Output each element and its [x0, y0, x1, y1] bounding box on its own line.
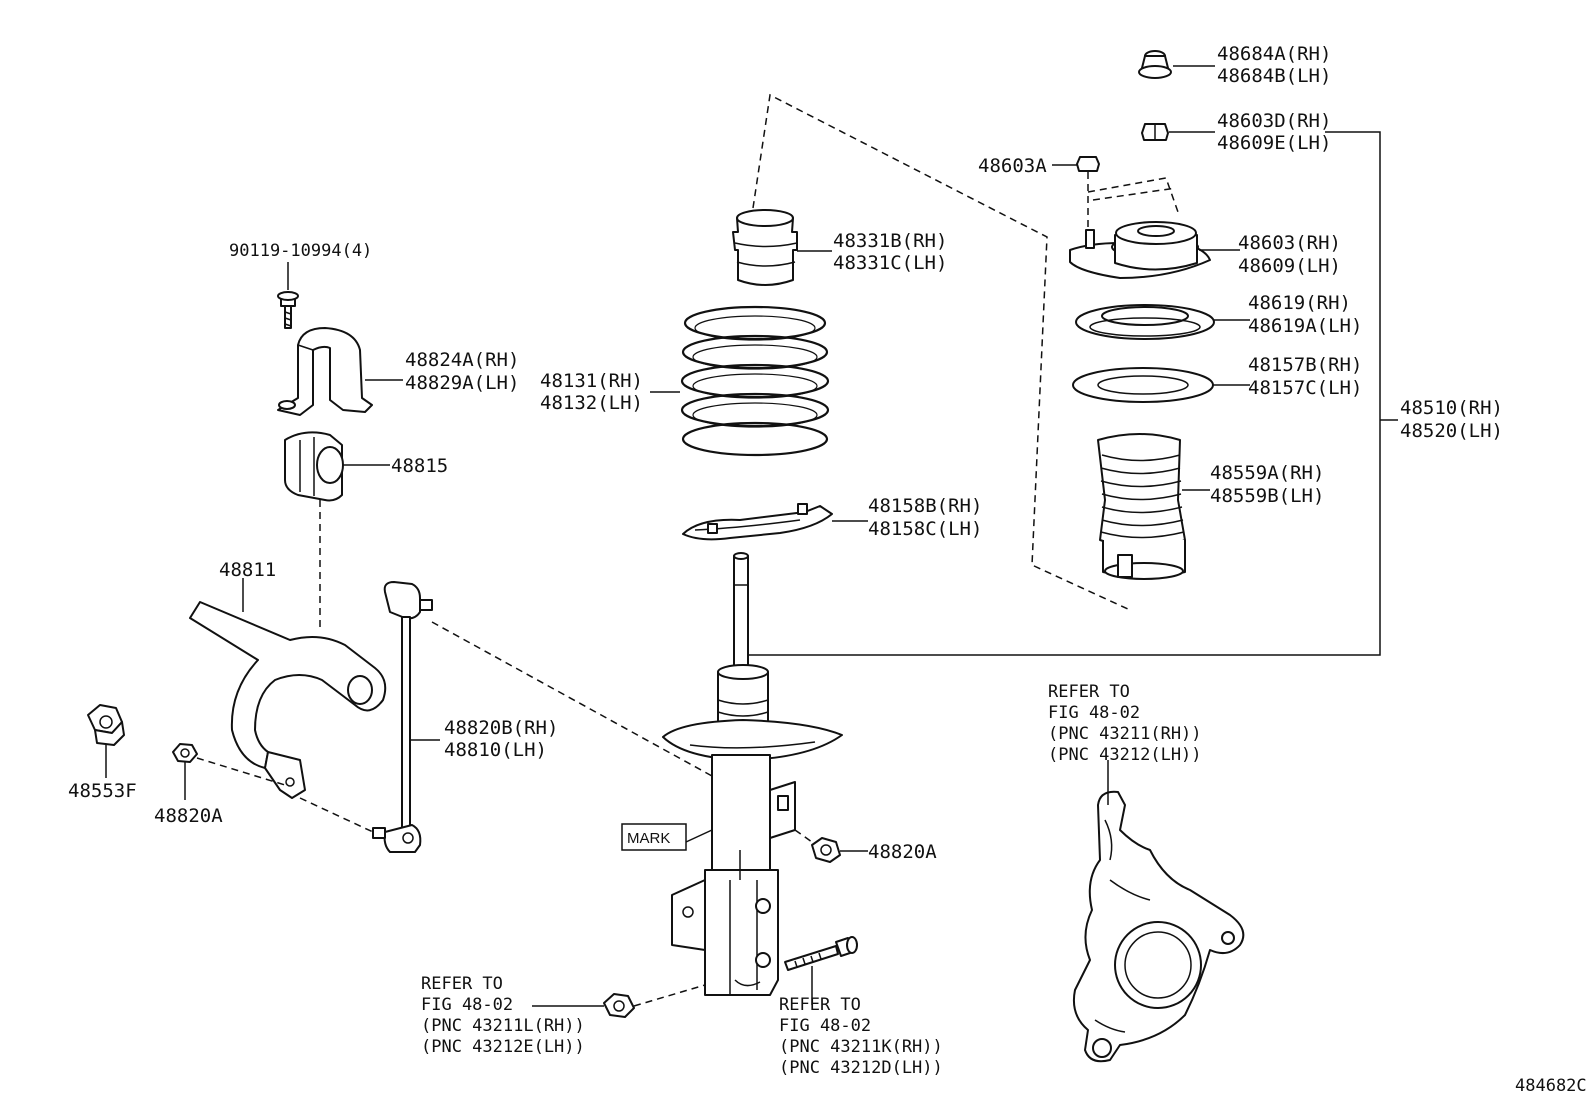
part-48684-bump-cap[interactable]	[1138, 50, 1172, 79]
callout-48824A: 48824A(RH)	[405, 349, 519, 371]
callout-48603A: 48603A	[978, 155, 1047, 177]
part-48331-bumper[interactable]	[732, 209, 798, 286]
part-48603A-nut[interactable]	[1076, 156, 1100, 172]
callout-48829A: 48829A(LH)	[405, 372, 519, 394]
refer-nut-note: REFER TO FIG 48-02 (PNC 43211L(RH)) (PNC…	[421, 974, 585, 1057]
part-48619-bearing[interactable]	[1075, 304, 1215, 340]
callout-48331B: 48331B(RH)	[833, 230, 947, 252]
part-48157-upper-insulator[interactable]	[1072, 367, 1214, 403]
callout-48815: 48815	[391, 455, 448, 477]
svg-text:(PNC 43211K(RH)): (PNC 43211K(RH))	[779, 1037, 943, 1057]
callout-90119-10994: 90119-10994(4)	[229, 241, 372, 261]
svg-text:(PNC 43212E(LH)): (PNC 43212E(LH))	[421, 1037, 585, 1057]
callout-48157C: 48157C(LH)	[1248, 377, 1362, 399]
refer-knuckle-note: REFER TO FIG 48-02 (PNC 43211(RH)) (PNC …	[1048, 682, 1202, 765]
svg-text:FIG 48-02: FIG 48-02	[421, 995, 513, 1015]
part-strut-nut-bottom[interactable]	[603, 993, 635, 1018]
part-48603-upper-support[interactable]	[1069, 221, 1211, 279]
callout-48603D: 48603D(RH)	[1217, 110, 1331, 132]
part-steering-knuckle[interactable]	[1072, 790, 1245, 1063]
callout-48520: 48520(LH)	[1400, 420, 1503, 442]
callout-48820B: 48820B(RH)	[444, 717, 558, 739]
callout-48559B: 48559B(LH)	[1210, 485, 1324, 507]
part-48811-stabilizer-bar[interactable]	[189, 601, 387, 799]
callout-48684B: 48684B(LH)	[1217, 65, 1331, 87]
svg-text:REFER TO: REFER TO	[1048, 682, 1130, 702]
part-strut-bolt[interactable]	[784, 936, 858, 971]
svg-text:(PNC 43212(LH)): (PNC 43212(LH))	[1048, 745, 1202, 765]
svg-text:FIG 48-02: FIG 48-02	[1048, 703, 1140, 723]
callout-48811: 48811	[219, 559, 276, 581]
part-48820B-stabilizer-link[interactable]	[372, 581, 433, 853]
part-48820A-nut-right[interactable]	[811, 837, 841, 863]
refer-bolt-note: REFER TO FIG 48-02 (PNC 43211K(RH)) (PNC…	[779, 995, 943, 1078]
svg-text:REFER TO: REFER TO	[421, 974, 503, 994]
callout-48158C: 48158C(LH)	[868, 518, 982, 540]
callout-48157B: 48157B(RH)	[1248, 354, 1362, 376]
svg-text:FIG 48-02: FIG 48-02	[779, 1016, 871, 1036]
callout-48553F: 48553F	[68, 780, 137, 802]
part-48559-boot[interactable]	[1097, 433, 1186, 580]
callout-48619: 48619(RH)	[1248, 292, 1351, 314]
part-strut-shock-absorber[interactable]	[662, 552, 843, 996]
callout-48619A: 48619A(LH)	[1248, 315, 1362, 337]
part-48603D-nut[interactable]	[1141, 123, 1169, 141]
callout-48684A: 48684A(RH)	[1217, 43, 1331, 65]
callout-48158B: 48158B(RH)	[868, 495, 982, 517]
svg-text:(PNC 43212D(LH)): (PNC 43212D(LH))	[779, 1058, 943, 1078]
callout-48609E: 48609E(LH)	[1217, 132, 1331, 154]
part-48820A-nut-left[interactable]	[172, 743, 198, 763]
svg-text:(PNC 43211L(RH)): (PNC 43211L(RH))	[421, 1016, 585, 1036]
callout-48810: 48810(LH)	[444, 739, 547, 761]
callout-48131: 48131(RH)	[540, 370, 643, 392]
part-48131-coil-spring[interactable]	[680, 305, 830, 457]
part-48824A-bracket[interactable]	[277, 327, 373, 416]
callout-48331C: 48331C(LH)	[833, 252, 947, 274]
svg-text:REFER TO: REFER TO	[779, 995, 861, 1015]
diagram-code: 484682C	[1515, 1076, 1587, 1096]
assembly-dashed-outline	[752, 93, 1131, 611]
part-48553F-nut[interactable]	[87, 704, 125, 746]
callout-48603: 48603(RH)	[1238, 232, 1341, 254]
strut-assembly-bracket	[742, 131, 1381, 656]
callout-48559A: 48559A(RH)	[1210, 462, 1324, 484]
callout-48132: 48132(LH)	[540, 392, 643, 414]
callout-48820A-left: 48820A	[154, 805, 223, 827]
callout-48820A-right: 48820A	[868, 841, 937, 863]
mark-label: MARK	[627, 830, 670, 847]
callout-48510: 48510(RH)	[1400, 397, 1503, 419]
svg-text:(PNC 43211(RH)): (PNC 43211(RH))	[1048, 724, 1202, 744]
part-48815-bushing[interactable]	[284, 431, 344, 502]
callout-48609: 48609(LH)	[1238, 255, 1341, 277]
part-90119-bolt[interactable]	[277, 291, 299, 329]
part-48158-lower-insulator[interactable]	[682, 503, 833, 541]
mark-label-box: MARK	[621, 823, 687, 851]
